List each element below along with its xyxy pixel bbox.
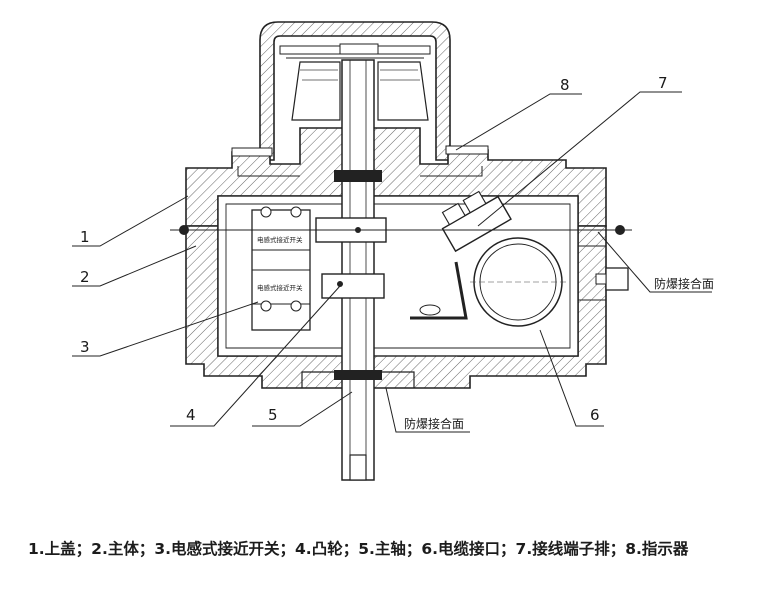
cable-gland [595,267,629,291]
label-2: 2 [80,268,90,286]
parts-caption: 1.上盖；2.主体；3.电感式接近开关；4.凸轮；5.主轴；6.电缆接口；7.接… [28,540,689,558]
label-5: 5 [268,406,278,424]
switch-label-upper: 电感式接近开关 [257,235,303,244]
label-4: 4 [186,406,196,424]
proximity-switches: 电感式接近开关 电感式接近开关 [251,206,311,331]
label-8: 8 [560,76,570,94]
main-shaft [334,59,382,481]
flame-joint-label-right: 防爆接合面 [654,276,714,291]
indicator-cover [259,21,451,161]
flame-joint-label-bottom: 防爆接合面 [404,416,464,431]
label-7: 7 [658,74,668,92]
switch-label-lower: 电感式接近开关 [257,283,303,292]
leader-lines [72,91,712,433]
terminal-block [410,190,512,320]
label-1: 1 [80,228,90,246]
label-6: 6 [590,406,600,424]
cable-port [470,237,566,327]
label-3: 3 [80,338,90,356]
